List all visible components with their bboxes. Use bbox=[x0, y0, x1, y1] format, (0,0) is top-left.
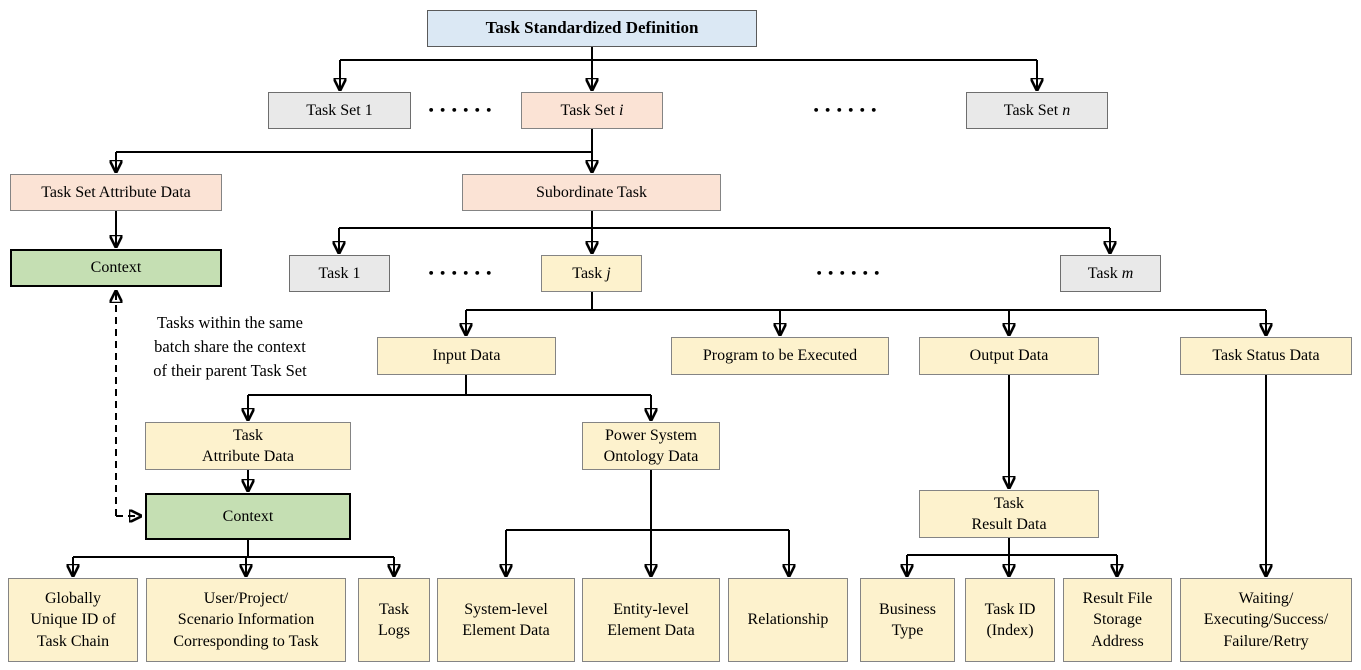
ellipsis-tasks-right: •••••• bbox=[815, 267, 885, 280]
node-task-id-index: Task ID(Index) bbox=[965, 578, 1055, 662]
node-task-status-data: Task Status Data bbox=[1180, 337, 1352, 375]
node-subordinate-task: Subordinate Task bbox=[462, 174, 721, 211]
node-task-m: Task m bbox=[1060, 255, 1161, 292]
node-label: Task Set n bbox=[1003, 101, 1071, 119]
node-task-set-1: Task Set 1 bbox=[268, 92, 411, 129]
node-task-set-attribute-data: Task Set Attribute Data bbox=[10, 174, 222, 211]
node-context-task-set: Context bbox=[10, 249, 222, 287]
node-label: Task Set i bbox=[560, 101, 624, 119]
ellipsis-task-sets-right: •••••• bbox=[812, 104, 882, 117]
node-program-to-be-executed: Program to be Executed bbox=[671, 337, 889, 375]
node-label: Task m bbox=[1087, 264, 1134, 282]
node-output-data: Output Data bbox=[919, 337, 1099, 375]
node-task-standardized-definition: Task Standardized Definition bbox=[427, 10, 757, 47]
node-label: Task j bbox=[572, 264, 611, 282]
node-task-status-values: Waiting/Executing/Success/Failure/Retry bbox=[1180, 578, 1352, 662]
node-task-j: Task j bbox=[541, 255, 642, 292]
node-task-set-n: Task Set n bbox=[966, 92, 1108, 129]
node-task-1: Task 1 bbox=[289, 255, 390, 292]
node-relationship: Relationship bbox=[728, 578, 848, 662]
ellipsis-task-sets-left: •••••• bbox=[427, 104, 497, 117]
node-context-task: Context bbox=[145, 493, 351, 540]
node-task-set-i: Task Set i bbox=[521, 92, 663, 129]
node-input-data: Input Data bbox=[377, 337, 556, 375]
ellipsis-tasks-left: •••••• bbox=[427, 267, 497, 280]
